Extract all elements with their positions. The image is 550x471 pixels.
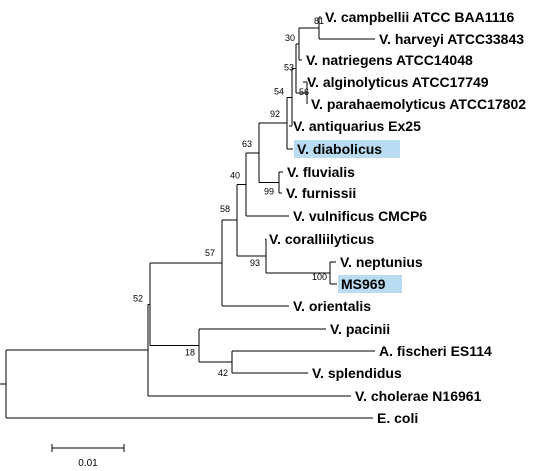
taxon-label-diabolicus: V. diabolicus: [297, 141, 382, 157]
taxon-label-furnissii: V. furnissii: [286, 185, 356, 201]
bootstrap-n_fisch_splen: 42: [218, 368, 228, 378]
taxon-label-vulnificus: V. vulnificus CMCP6: [293, 208, 427, 224]
taxon-label-cholerae: V. cholerae N16961: [355, 388, 482, 404]
taxon-label-ecoli: E. coli: [377, 410, 418, 426]
taxon-label-neptunius: V. neptunius: [340, 254, 423, 270]
taxon-label-natriegens: V. natriegens ATCC14048: [306, 52, 473, 68]
taxon-label-harveyi: V. harveyi ATCC33843: [379, 31, 524, 47]
taxon-labels: V. campbellii ATCC BAA1116 V. harveyi ATC…: [269, 9, 526, 426]
taxon-label-coralliilyticus: V. coralliilyticus: [269, 231, 375, 247]
taxon-label-ms969: MS969: [341, 276, 386, 292]
bootstrap-n_nep_ms: 100: [312, 272, 327, 282]
taxon-label-orientalis: V. orientalis: [293, 298, 371, 314]
bootstrap-values: 81 30 53 54 56 92 63 99 40 58 100 93 57 52 42 18: [133, 16, 327, 378]
highlight-ms969: [338, 275, 402, 293]
scale-bar: 0.01: [51, 444, 125, 469]
taxon-label-fischeri: A. fischeri ES114: [379, 343, 492, 359]
taxon-label-pacinii: V. pacinii: [330, 321, 390, 337]
taxon-label-campbellii: V. campbellii ATCC BAA1116: [325, 9, 515, 25]
taxon-label-parahaemolyticus: V. parahaemolyticus ATCC17802: [311, 96, 526, 112]
branches: [0, 16, 375, 419]
taxon-label-splendidus: V. splendidus: [312, 365, 402, 381]
bootstrap-n_53: 53: [284, 63, 294, 73]
highlight-diabolicus: [294, 140, 400, 158]
bootstrap-n_63: 63: [242, 139, 252, 149]
bootstrap-n_93: 93: [250, 258, 260, 268]
taxon-label-antiquarius: V. antiquarius Ex25: [293, 118, 421, 134]
bootstrap-n_40: 40: [230, 170, 240, 180]
taxon-label-alginolyticus: V. alginolyticus ATCC17749: [307, 74, 489, 90]
bootstrap-n_30: 30: [285, 33, 295, 43]
bootstrap-n_camp_harv: 81: [314, 16, 324, 26]
bootstrap-n_92: 92: [270, 109, 280, 119]
bootstrap-n_57: 57: [205, 248, 215, 258]
bootstrap-n_52: 52: [133, 293, 143, 303]
taxon-label-fluvialis: V. fluvialis: [287, 164, 355, 180]
bootstrap-n_56: 56: [299, 87, 309, 97]
bootstrap-n_18: 18: [185, 348, 195, 358]
bootstrap-n_58: 58: [220, 204, 230, 214]
scale-bar-label: 0.01: [78, 458, 98, 469]
bootstrap-n_fluv_furn: 99: [264, 187, 274, 197]
bootstrap-n_54: 54: [274, 86, 284, 96]
